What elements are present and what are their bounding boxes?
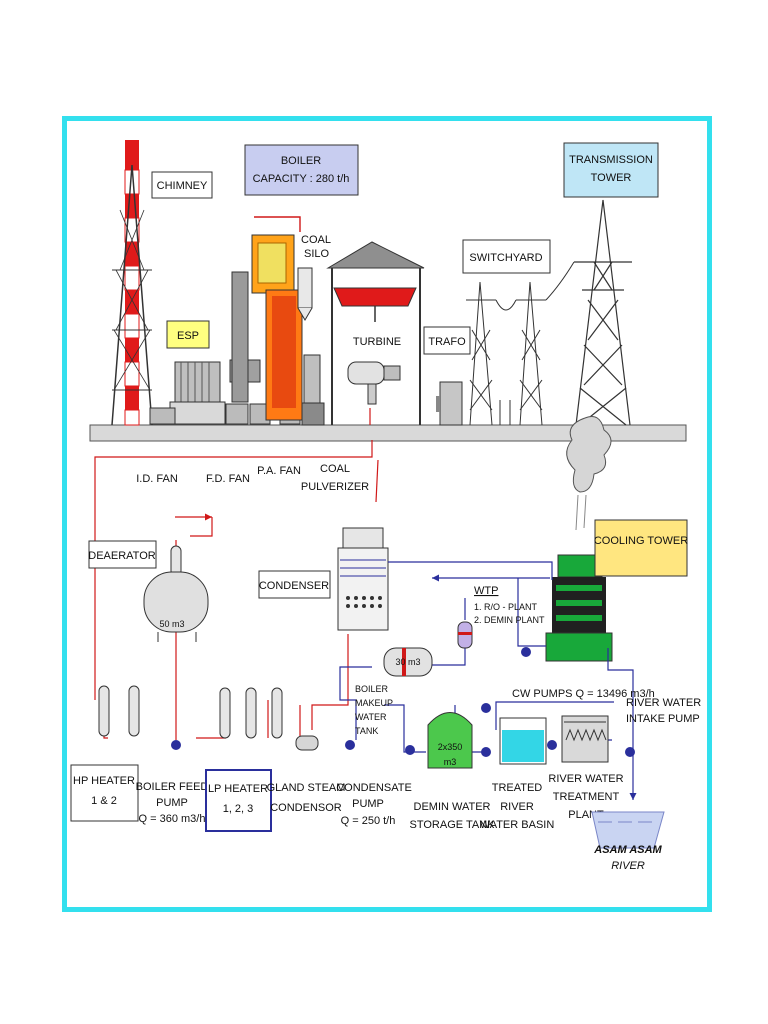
switchyard-towers: [466, 281, 546, 426]
coal-pulverizer-label-2: PULVERIZER: [301, 481, 369, 493]
id-fan-label: I.D. FAN: [136, 473, 178, 485]
boiler-label-box: [244, 144, 359, 196]
turbine-building: [326, 241, 425, 425]
demin-column: [457, 621, 473, 649]
coal-pulverizer-label: COAL: [320, 463, 350, 475]
treated-water-label: TREATED: [492, 782, 543, 794]
boiler-makeup-tank: [383, 647, 433, 677]
demin-tank-capacity: 2x350: [438, 742, 463, 752]
lp-heater-numbers: 1, 2, 3: [223, 803, 254, 815]
turbine-label: TURBINE: [353, 336, 401, 348]
condensate-pump-label-2: PUMP: [352, 798, 384, 810]
boiler-feed-pump-label: BOILER FEED: [136, 781, 209, 793]
cooling-tower-unit: [545, 416, 613, 662]
boiler-makeup-label-2: MAKEUP: [355, 698, 393, 708]
boiler-feed-pump-flow: Q = 360 m3/h: [139, 813, 206, 825]
transmission-tower: [545, 199, 632, 426]
rwtp-label: RIVER WATER: [548, 773, 623, 785]
chimney-label: CHIMNEY: [157, 180, 208, 192]
boiler-unit: [231, 216, 303, 421]
gland-steam-condensor-label: CONDENSOR: [270, 802, 342, 814]
condenser-unit: [337, 527, 389, 631]
river-intake-label-2: INTAKE PUMP: [626, 713, 700, 725]
esp-label: ESP: [177, 330, 199, 342]
cooling-tower-label-box: [594, 519, 688, 577]
treated-water-label-3: WATER BASIN: [480, 819, 555, 831]
boiler-makeup-label-1: BOILER: [355, 684, 389, 694]
rwtp-label-2: TREATMENT: [553, 791, 620, 803]
asam-asam-river: [591, 811, 665, 849]
wtp-item-ro-plant: 1. R/O - PLANT: [474, 602, 538, 612]
trafo-label: TRAFO: [428, 336, 466, 348]
demin-storage-label: DEMIN WATER: [414, 801, 491, 813]
wtp-item-demin-plant: 2. DEMIN PLANT: [474, 615, 545, 625]
condensate-pump-flow: Q = 250 t/h: [341, 815, 396, 827]
demin-tank-unit: m3: [444, 757, 457, 767]
lp-heaters: [219, 687, 283, 739]
condensate-pump-label: CONDENSATE: [336, 782, 412, 794]
coal-silo-label: COAL: [301, 234, 331, 246]
cw-pumps-label: CW PUMPS Q = 13496 m3/h: [512, 688, 655, 700]
boiler-capacity-label: CAPACITY : 280 t/h: [253, 173, 350, 185]
river-water-treatment-plant: [561, 715, 609, 763]
switchyard-label-box: [462, 239, 551, 274]
gland-steam-label: GLAND STEAM: [267, 782, 346, 794]
makeup-tank-volume: 30 m3: [395, 657, 420, 667]
lp-heater-label: LP HEATER: [208, 783, 268, 795]
transmission-tower-label: TOWER: [591, 172, 632, 184]
trafo-label-box: [423, 326, 471, 355]
chimney-structure: [111, 140, 153, 426]
hp-heater-label: HP HEATER: [73, 775, 135, 787]
demin-storage-label-2: STORAGE TANK: [410, 819, 496, 831]
switchyard-label: SWITCHYARD: [469, 252, 542, 264]
deaerator-label: DEAERATOR: [88, 550, 155, 562]
condenser-label: CONDENSER: [259, 580, 329, 592]
boiler-feed-pump-label-2: PUMP: [156, 797, 188, 809]
hp-heater-numbers: 1 & 2: [91, 795, 117, 807]
hp-heater-label-box: [70, 764, 139, 822]
river-label-2: RIVER: [611, 860, 645, 872]
pa-fan-label: P.A. FAN: [257, 465, 301, 477]
fd-fan-label: F.D. FAN: [206, 473, 250, 485]
deaerator-vessel: [143, 545, 209, 642]
diagram-frame: [62, 116, 712, 912]
treated-water-label-2: RIVER: [500, 801, 534, 813]
treated-water-basin: [499, 717, 547, 765]
transmission-label: TRANSMISSION: [569, 154, 653, 166]
coal-silo-label-2: SILO: [304, 248, 330, 260]
deaerator-label-box: [88, 540, 157, 569]
steam-lines: [94, 408, 379, 740]
gland-steam-condensor: [295, 735, 319, 751]
transmission-label-box: [563, 142, 659, 198]
condenser-label-box: [258, 570, 331, 599]
water-lines: [339, 561, 637, 800]
coal-silo: [297, 267, 325, 426]
boiler-makeup-label-4: TANK: [355, 726, 378, 736]
esp-label-box: [166, 320, 210, 349]
pump-icons: [171, 647, 635, 757]
demin-storage-tank: [427, 712, 473, 769]
chimney-label-box: [151, 171, 213, 199]
deaerator-volume: 50 m3: [159, 619, 184, 629]
hp-heaters: [98, 685, 140, 737]
cooling-tower-label: COOLING TOWER: [594, 535, 688, 547]
wtp-title: WTP: [474, 585, 498, 597]
lp-heater-label-box: [205, 769, 272, 832]
boiler-makeup-label-3: WATER: [355, 712, 387, 722]
river-intake-label-1: RIVER WATER: [626, 697, 701, 709]
boiler-label: BOILER: [281, 155, 321, 167]
river-label: ASAM ASAM: [593, 844, 662, 856]
ground-platform: [89, 424, 687, 442]
trafo-unit: [436, 381, 463, 426]
